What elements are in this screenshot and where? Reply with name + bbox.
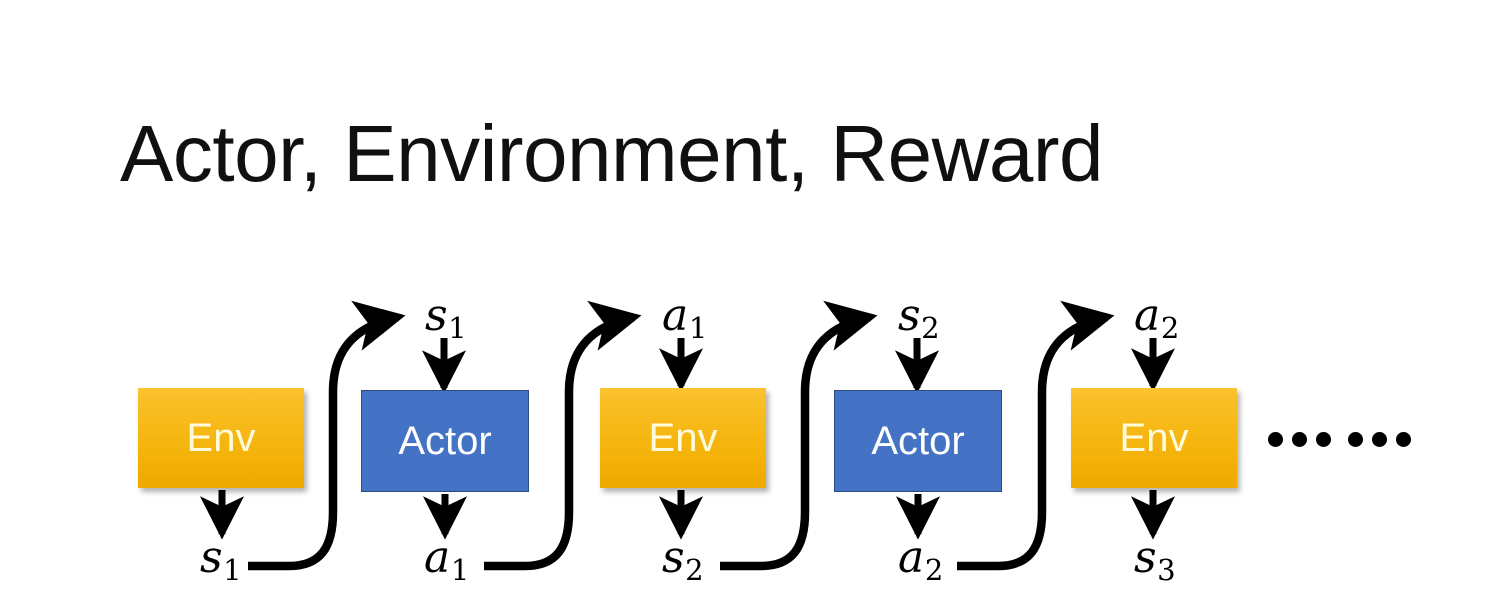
ellipsis-continuation bbox=[1268, 432, 1411, 447]
node-label: Env bbox=[648, 416, 718, 460]
math-base: a bbox=[898, 532, 925, 583]
math-label-s1: s1 bbox=[200, 536, 242, 585]
node-box-env3[interactable]: Env bbox=[1071, 388, 1237, 488]
math-base: s bbox=[662, 532, 685, 583]
ellipsis-dot bbox=[1316, 432, 1331, 447]
math-label-a1: a1 bbox=[662, 294, 707, 343]
node-label: Actor bbox=[871, 419, 965, 463]
math-label-s3: s3 bbox=[1134, 536, 1176, 585]
node-box-env1[interactable]: Env bbox=[138, 388, 304, 488]
math-label-a2: a2 bbox=[1134, 294, 1179, 343]
math-label-a2: a2 bbox=[898, 536, 943, 585]
math-subscript: 2 bbox=[924, 553, 944, 588]
math-base: s bbox=[898, 290, 921, 341]
math-label-s1: s1 bbox=[425, 294, 467, 343]
ellipsis-dot bbox=[1396, 432, 1411, 447]
math-base: s bbox=[1134, 532, 1157, 583]
math-subscript: 1 bbox=[450, 553, 470, 588]
math-subscript: 3 bbox=[1157, 553, 1176, 588]
page-title: Actor, Environment, Reward bbox=[120, 109, 1103, 198]
math-base: a bbox=[1134, 290, 1161, 341]
math-label-s2: s2 bbox=[662, 536, 704, 585]
ellipsis-dot bbox=[1268, 432, 1283, 447]
node-label: Env bbox=[1119, 416, 1189, 460]
math-base: a bbox=[662, 290, 689, 341]
math-base: s bbox=[425, 290, 448, 341]
math-label-a1: a1 bbox=[424, 536, 469, 585]
node-box-actor1[interactable]: Actor bbox=[361, 390, 529, 492]
math-label-s2: s2 bbox=[898, 294, 940, 343]
math-subscript: 1 bbox=[448, 311, 467, 346]
node-box-env2[interactable]: Env bbox=[600, 388, 766, 488]
ellipsis-dot bbox=[1292, 432, 1307, 447]
math-subscript: 2 bbox=[921, 311, 940, 346]
ellipsis-dot bbox=[1348, 432, 1363, 447]
node-label: Actor bbox=[398, 419, 492, 463]
math-base: a bbox=[424, 532, 451, 583]
math-subscript: 2 bbox=[1160, 311, 1180, 346]
node-label: Env bbox=[186, 416, 256, 460]
ellipsis-dot bbox=[1372, 432, 1387, 447]
math-subscript: 1 bbox=[688, 311, 708, 346]
math-subscript: 1 bbox=[223, 553, 242, 588]
math-subscript: 2 bbox=[685, 553, 704, 588]
math-base: s bbox=[200, 532, 223, 583]
node-box-actor3[interactable]: Actor bbox=[834, 390, 1002, 492]
